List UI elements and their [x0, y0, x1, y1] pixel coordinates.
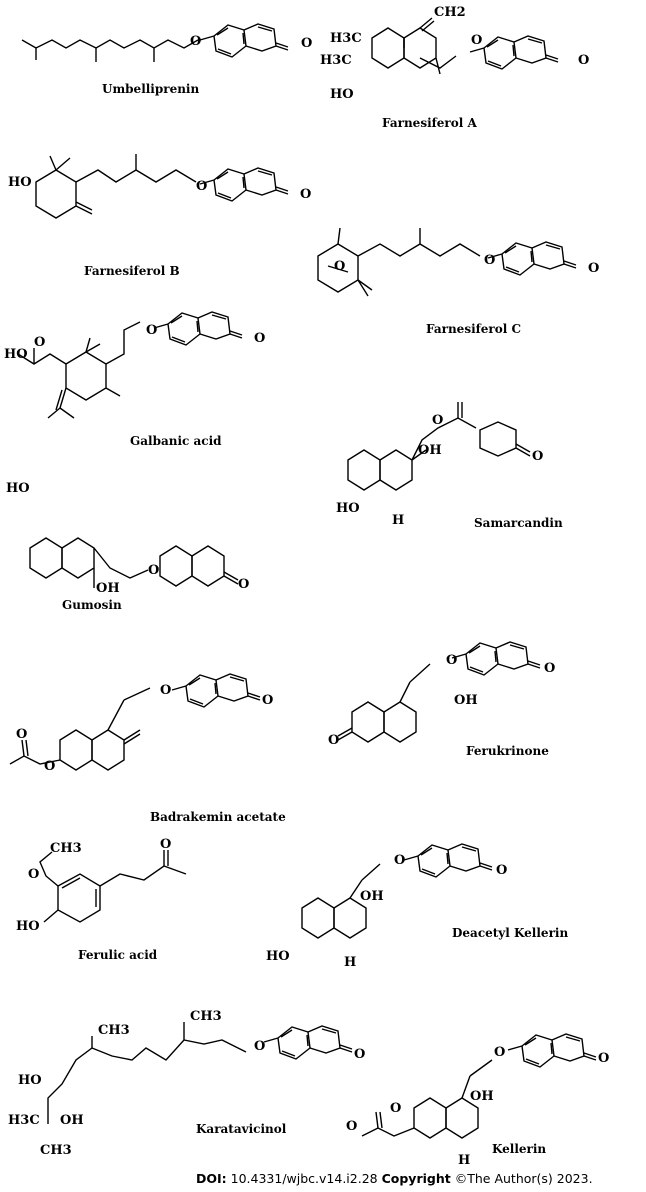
atom-oh: OH [60, 1113, 84, 1128]
atom-h: H [458, 1153, 470, 1168]
atom-ho: HO [6, 481, 30, 496]
atom-o: O [471, 33, 482, 48]
compound-label-gumosin: Gumosin [62, 598, 122, 612]
atom-o: O [16, 727, 27, 742]
atom-o: O [44, 759, 55, 774]
atom-o: O [346, 1119, 357, 1134]
atom-o: O [432, 413, 443, 428]
atom-h3c: H3C [8, 1113, 40, 1128]
atom-h: H [392, 513, 404, 528]
atom-h3c: H3C [320, 53, 352, 68]
atom-oh: OH [96, 581, 120, 596]
atom-o: O [262, 693, 273, 708]
compound-label-farnesiferol-a: Farnesiferol A [382, 116, 477, 130]
compound-label-ferukrinone: Ferukrinone [466, 744, 549, 758]
atom-ho: HO [266, 949, 290, 964]
atom-oh: OH [418, 443, 442, 458]
atom-o: O [146, 323, 157, 338]
atom-ch3: CH3 [50, 841, 82, 856]
atom-h: H [344, 955, 356, 970]
atom-oh: OH [470, 1089, 494, 1104]
atom-ch2: CH2 [434, 5, 466, 20]
compound-label-badrakemin-acetate: Badrakemin acetate [150, 810, 286, 824]
structure-deacetyl-kellerin [301, 843, 493, 939]
atom-o: O [390, 1101, 401, 1116]
atom-ho: HO [16, 919, 40, 934]
compound-label-samarcandin: Samarcandin [474, 516, 563, 530]
atom-o: O [160, 683, 171, 698]
structure-badrakemin-acetate [9, 673, 261, 771]
compound-label-umbelliprenin: Umbelliprenin [102, 82, 200, 96]
atom-o: O [394, 853, 405, 868]
atom-ho: HO [4, 347, 28, 362]
atom-ho: HO [8, 175, 32, 190]
atom-o: O [446, 653, 457, 668]
atom-o: O [238, 577, 249, 592]
doi-value[interactable]: 10.4331/wjbc.v14.i2.28 [230, 1171, 378, 1186]
atom-o: O [190, 34, 201, 49]
atom-ch3: CH3 [190, 1009, 222, 1024]
atom-o: O [196, 179, 207, 194]
doi-label: DOI: [196, 1171, 227, 1186]
structure-farnesiferol-a [371, 17, 559, 75]
atom-o: O [334, 259, 345, 274]
structure-umbelliprenin [21, 23, 289, 62]
compound-label-farnesiferol-b: Farnesiferol B [84, 264, 180, 278]
atom-o: O [301, 36, 312, 51]
compound-label-ferulic-acid: Ferulic acid [78, 948, 158, 962]
atom-o: O [148, 563, 159, 578]
structure-karatavicinol [47, 1022, 353, 1124]
structure-samarcandin [347, 402, 531, 491]
atom-o: O [28, 867, 39, 882]
structure-ferukrinone [337, 641, 541, 743]
compound-label-karatavicinol: Karatavicinol [196, 1122, 287, 1136]
compound-label-galbanic-acid: Galbanic acid [130, 434, 222, 448]
atom-o: O [328, 733, 339, 748]
atom-o: O [160, 837, 171, 852]
atom-ch3: CH3 [40, 1143, 72, 1158]
atom-o: O [300, 187, 311, 202]
atom-h3c: H3C [330, 31, 362, 46]
atom-o: O [494, 1045, 505, 1060]
atom-oh: OH [454, 693, 478, 708]
compound-label-farnesiferol-c: Farnesiferol C [426, 322, 522, 336]
atom-o: O [354, 1047, 365, 1062]
atom-o: O [254, 1039, 265, 1054]
atom-o: O [496, 863, 507, 878]
atom-o: O [578, 53, 589, 68]
atom-o: O [254, 331, 265, 346]
citation-footer: DOI: 10.4331/wjbc.v14.i2.28 Copyright ©T… [196, 1171, 593, 1186]
atom-labels: O O O O CH2 H3C H3C HO HO O O O O O O O … [4, 5, 609, 1168]
copyright-label: Copyright [381, 1171, 451, 1186]
compound-label-kellerin: Kellerin [492, 1142, 547, 1156]
atom-o: O [544, 661, 555, 676]
structure-galbanic-acid [17, 311, 243, 419]
atom-o: O [598, 1051, 609, 1066]
atom-ho: HO [336, 501, 360, 516]
atom-o: O [484, 253, 495, 268]
atom-o: O [588, 261, 599, 276]
atom-ch3: CH3 [98, 1023, 130, 1038]
structure-gumosin [29, 537, 239, 588]
atom-o: O [34, 335, 45, 350]
copyright-text: ©The Author(s) 2023. [454, 1171, 593, 1186]
compound-label-deacetyl-kellerin: Deacetyl Kellerin [452, 926, 569, 940]
structure-kellerin [361, 1033, 597, 1139]
atom-ho: HO [330, 87, 354, 102]
atom-o: O [532, 449, 543, 464]
structure-farnesiferol-c [317, 227, 577, 297]
structure-ferulic-acid [39, 850, 187, 923]
atom-ho: HO [18, 1073, 42, 1088]
structure-farnesiferol-b [35, 154, 289, 219]
atom-oh: OH [360, 889, 384, 904]
